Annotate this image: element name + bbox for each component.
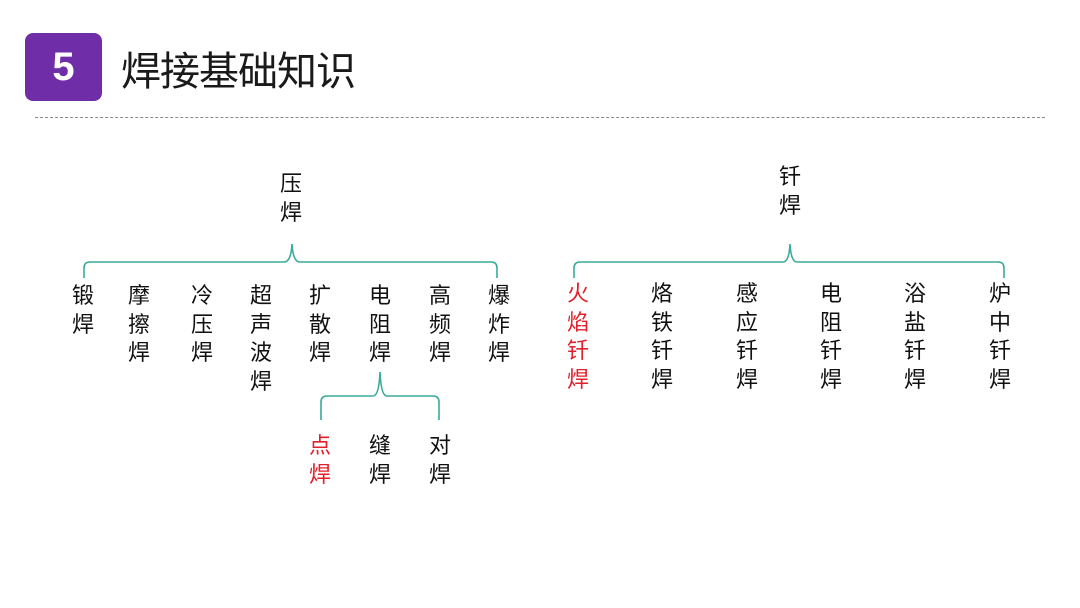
node-char: 爆 <box>487 284 510 309</box>
node-char: 应 <box>735 310 758 336</box>
node-char: 压 <box>190 312 213 338</box>
node-char: 冷 <box>190 284 213 309</box>
node-char: 炉 <box>988 282 1011 307</box>
node-spot-welding: 点 焊 <box>305 433 335 490</box>
bracket-brazing <box>573 243 1005 278</box>
node-char: 火 <box>566 282 589 307</box>
node-friction-welding: 摩 擦 焊 <box>124 283 154 369</box>
node-flame-brazing: 火 焰 钎 焊 <box>563 281 593 395</box>
node-char: 焊 <box>127 341 150 366</box>
node-explosion-welding: 爆 炸 焊 <box>484 283 514 369</box>
node-char: 焊 <box>71 312 94 338</box>
node-char: 感 <box>735 282 758 307</box>
node-char: 摩 <box>127 284 150 309</box>
node-char: 焊 <box>566 367 589 393</box>
node-char: 焊 <box>249 369 272 395</box>
node-pressure-welding: 压 焊 <box>276 171 306 228</box>
node-char: 焊 <box>308 341 331 366</box>
node-char: 焊 <box>487 341 510 366</box>
node-char: 钎 <box>988 339 1011 364</box>
node-char: 对 <box>428 434 451 459</box>
node-char: 声 <box>249 312 272 338</box>
node-char: 浴 <box>903 282 926 307</box>
node-char: 钎 <box>566 339 589 364</box>
node-char: 焊 <box>428 462 451 488</box>
node-char: 中 <box>988 310 1011 336</box>
page-title: 焊接基础知识 <box>121 49 356 95</box>
node-char: 阻 <box>819 310 842 336</box>
node-char: 焊 <box>368 462 391 488</box>
node-resistance-welding: 电 阻 焊 <box>365 283 395 369</box>
node-char: 焊 <box>903 367 926 393</box>
node-brazing: 钎 焊 <box>775 164 805 221</box>
node-iron-brazing: 烙 铁 钎 焊 <box>647 281 677 395</box>
node-char: 钎 <box>650 339 673 364</box>
node-char: 焊 <box>308 462 331 488</box>
node-char: 炸 <box>487 312 510 338</box>
node-char: 盐 <box>903 310 926 336</box>
node-char: 焊 <box>190 341 213 366</box>
node-char: 焊 <box>279 200 302 226</box>
node-induction-brazing: 感 应 钎 焊 <box>732 281 762 395</box>
node-cold-pressure-welding: 冷 压 焊 <box>187 283 217 369</box>
node-char: 擦 <box>127 312 150 338</box>
section-number: 5 <box>52 44 75 89</box>
node-char: 钎 <box>735 339 758 364</box>
node-char: 电 <box>819 282 842 307</box>
node-diffusion-welding: 扩 散 焊 <box>305 283 335 369</box>
node-char: 超 <box>249 284 272 309</box>
node-char: 焊 <box>778 193 801 219</box>
node-char: 缝 <box>368 434 391 459</box>
node-char: 频 <box>428 312 451 338</box>
node-char: 扩 <box>308 284 331 309</box>
node-char: 波 <box>249 341 272 366</box>
node-high-frequency-welding: 高 频 焊 <box>425 283 455 369</box>
node-char: 焊 <box>428 341 451 366</box>
node-char: 高 <box>428 284 451 309</box>
node-seam-welding: 缝 焊 <box>365 433 395 490</box>
node-char: 焊 <box>735 367 758 393</box>
node-furnace-brazing: 炉 中 钎 焊 <box>985 281 1015 395</box>
bracket-pressure-welding <box>83 243 498 278</box>
node-char: 钎 <box>903 339 926 364</box>
node-char: 焊 <box>368 341 391 366</box>
node-char: 烙 <box>650 282 673 307</box>
node-char: 铁 <box>650 310 673 336</box>
node-char: 焊 <box>819 367 842 393</box>
node-char: 压 <box>279 172 302 197</box>
section-number-badge: 5 <box>25 33 102 101</box>
node-char: 焊 <box>988 367 1011 393</box>
bracket-resistance-welding <box>320 371 440 420</box>
node-char: 散 <box>308 312 331 338</box>
node-char: 阻 <box>368 312 391 338</box>
node-forge-welding: 锻 焊 <box>68 283 98 340</box>
node-ultrasonic-welding: 超 声 波 焊 <box>246 283 276 397</box>
node-butt-welding: 对 焊 <box>425 433 455 490</box>
node-char: 钎 <box>778 165 801 190</box>
dashed-divider <box>35 117 1045 118</box>
node-resistance-brazing: 电 阻 钎 焊 <box>816 281 846 395</box>
node-char: 锻 <box>71 284 94 309</box>
node-salt-bath-brazing: 浴 盐 钎 焊 <box>900 281 930 395</box>
node-char: 焰 <box>566 310 589 336</box>
node-char: 点 <box>308 434 331 459</box>
node-char: 钎 <box>819 339 842 364</box>
node-char: 电 <box>368 284 391 309</box>
node-char: 焊 <box>650 367 673 393</box>
